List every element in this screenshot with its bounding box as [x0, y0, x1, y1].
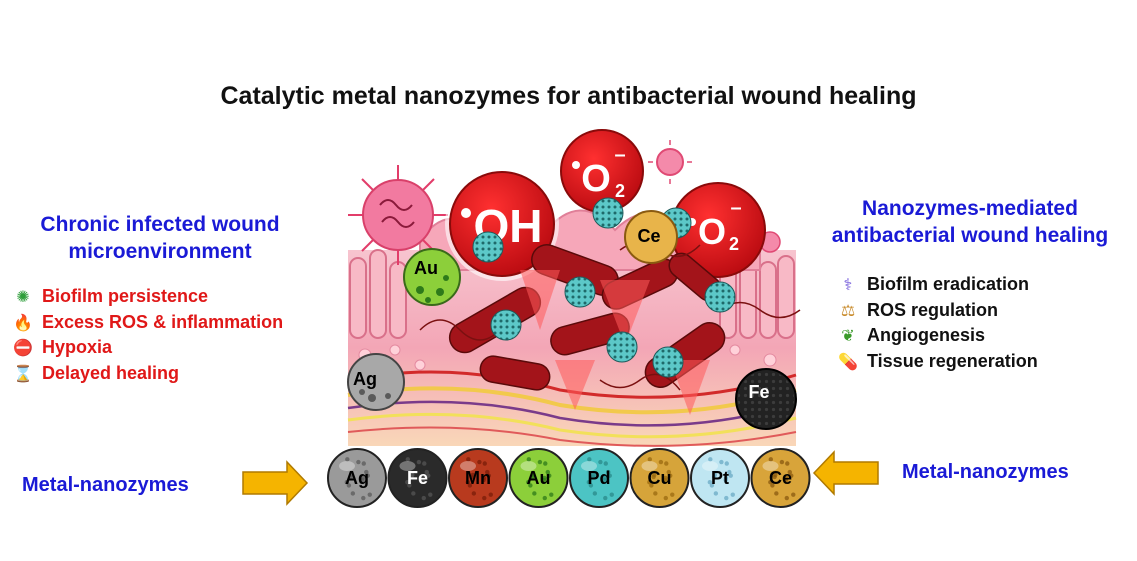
bacteria-icon: ✺: [16, 287, 30, 307]
nanozyme-label: Ag: [345, 468, 369, 488]
nanozyme-label: Fe: [407, 468, 428, 488]
right-arrow-icon: [242, 460, 309, 506]
benefit-item: 💊 Tissue regeneration: [835, 349, 1038, 375]
nanozyme-ball-pt: Pt: [690, 448, 750, 508]
benefit-item: ❦ Angiogenesis: [835, 323, 1038, 349]
ros-superscript: –: [614, 144, 625, 166]
left-heading-line2: microenvironment: [68, 240, 252, 263]
diagram-title: Catalytic metal nanozymes for antibacter…: [220, 82, 917, 110]
nanozyme-label: Mn: [465, 468, 491, 488]
nanozyme-ball-cu: Cu: [629, 448, 690, 508]
right-heading: Nanozymes-mediated antibacterial wound h…: [800, 195, 1137, 249]
nanozyme-ball-ag: Ag: [327, 448, 387, 508]
hourglass-icon: ⌛: [13, 363, 33, 383]
teal-nanoparticles: [472, 197, 736, 378]
ros-subscript: 2: [615, 181, 625, 201]
fe-particle-scene: Fe: [735, 368, 797, 430]
problem-label: Excess ROS & inflammation: [42, 311, 284, 332]
nanozyme-row: Ag Fe Mn Au Pd Cu Pt Ce: [327, 448, 811, 508]
au-particle-scene: Au: [403, 248, 461, 306]
problem-item: ⛔ Hypoxia: [10, 335, 283, 361]
ce-particle-scene: Ce: [624, 210, 678, 264]
seedling-icon: ❦: [841, 326, 855, 346]
problem-label: Hypoxia: [42, 337, 113, 358]
particle-label: Fe: [748, 382, 769, 402]
nanozyme-ball-ce: Ce: [750, 448, 811, 508]
left-arrow-icon: [812, 450, 879, 496]
problem-label: Biofilm persistence: [42, 286, 209, 307]
ros-superoxide-bubble: O 2 –: [670, 182, 766, 278]
left-heading: Chronic infected wound microenvironment: [10, 211, 310, 265]
balance-scale-icon: ⚖: [840, 300, 856, 320]
nanozyme-ball-pd: Pd: [569, 448, 629, 508]
nanozyme-ball-au: Au: [508, 448, 569, 508]
metal-nanozymes-label-left: Metal-nanozymes: [22, 474, 189, 496]
nanozyme-label: Pt: [711, 468, 729, 488]
problem-label: Delayed healing: [42, 362, 180, 383]
no-entry-icon: ⛔: [13, 338, 33, 358]
benefit-label: ROS regulation: [867, 299, 999, 320]
benefit-label: Biofilm eradication: [867, 274, 1030, 295]
metal-nanozymes-label-right: Metal-nanozymes: [902, 461, 1069, 483]
particle-label: Au: [414, 258, 438, 278]
ros-label-o: O: [581, 158, 611, 200]
benefit-label: Angiogenesis: [867, 325, 986, 346]
problem-list: ✺ Biofilm persistence 🔥 Excess ROS & inf…: [10, 284, 283, 386]
problem-item: ✺ Biofilm persistence: [10, 284, 283, 310]
ros-superoxide-bubble: O 2 –: [560, 129, 644, 213]
ros-burst: [520, 270, 710, 415]
dna-icon: ⚕: [843, 275, 853, 295]
benefit-item: ⚖ ROS regulation: [835, 298, 1038, 324]
nanozyme-label: Cu: [648, 468, 672, 488]
radical-dot-icon: [461, 208, 471, 218]
virus-icon: [348, 165, 448, 265]
virus-icon: [648, 140, 692, 184]
radical-dot-icon: [572, 161, 580, 169]
ros-superscript: –: [730, 197, 741, 219]
nanozyme-label: Ce: [769, 468, 792, 488]
right-heading-line1: Nanozymes-mediated: [862, 197, 1078, 220]
right-heading-line2: antibacterial wound healing: [831, 224, 1109, 247]
benefit-label: Tissue regeneration: [867, 350, 1038, 371]
pill-icon: 💊: [838, 351, 858, 371]
benefit-item: ⚕ Biofilm eradication: [835, 272, 1038, 298]
problem-item: ⌛ Delayed healing: [10, 361, 283, 387]
ros-subscript: 2: [729, 234, 739, 254]
left-heading-line1: Chronic infected wound: [40, 213, 280, 236]
nanozyme-ball-mn: Mn: [448, 448, 508, 508]
problem-item: 🔥 Excess ROS & inflammation: [10, 310, 283, 336]
fire-icon: 🔥: [13, 312, 33, 332]
nanozyme-ball-fe: Fe: [387, 448, 448, 508]
ag-particle-scene: Ag: [347, 353, 405, 411]
particle-label: Ce: [637, 226, 660, 246]
benefit-list: ⚕ Biofilm eradication ⚖ ROS regulation ❦…: [835, 272, 1038, 374]
particle-label: Ag: [353, 369, 377, 389]
nanozyme-label: Pd: [587, 468, 610, 488]
nanozyme-label: Au: [527, 468, 551, 488]
ros-label-o: O: [698, 211, 726, 252]
